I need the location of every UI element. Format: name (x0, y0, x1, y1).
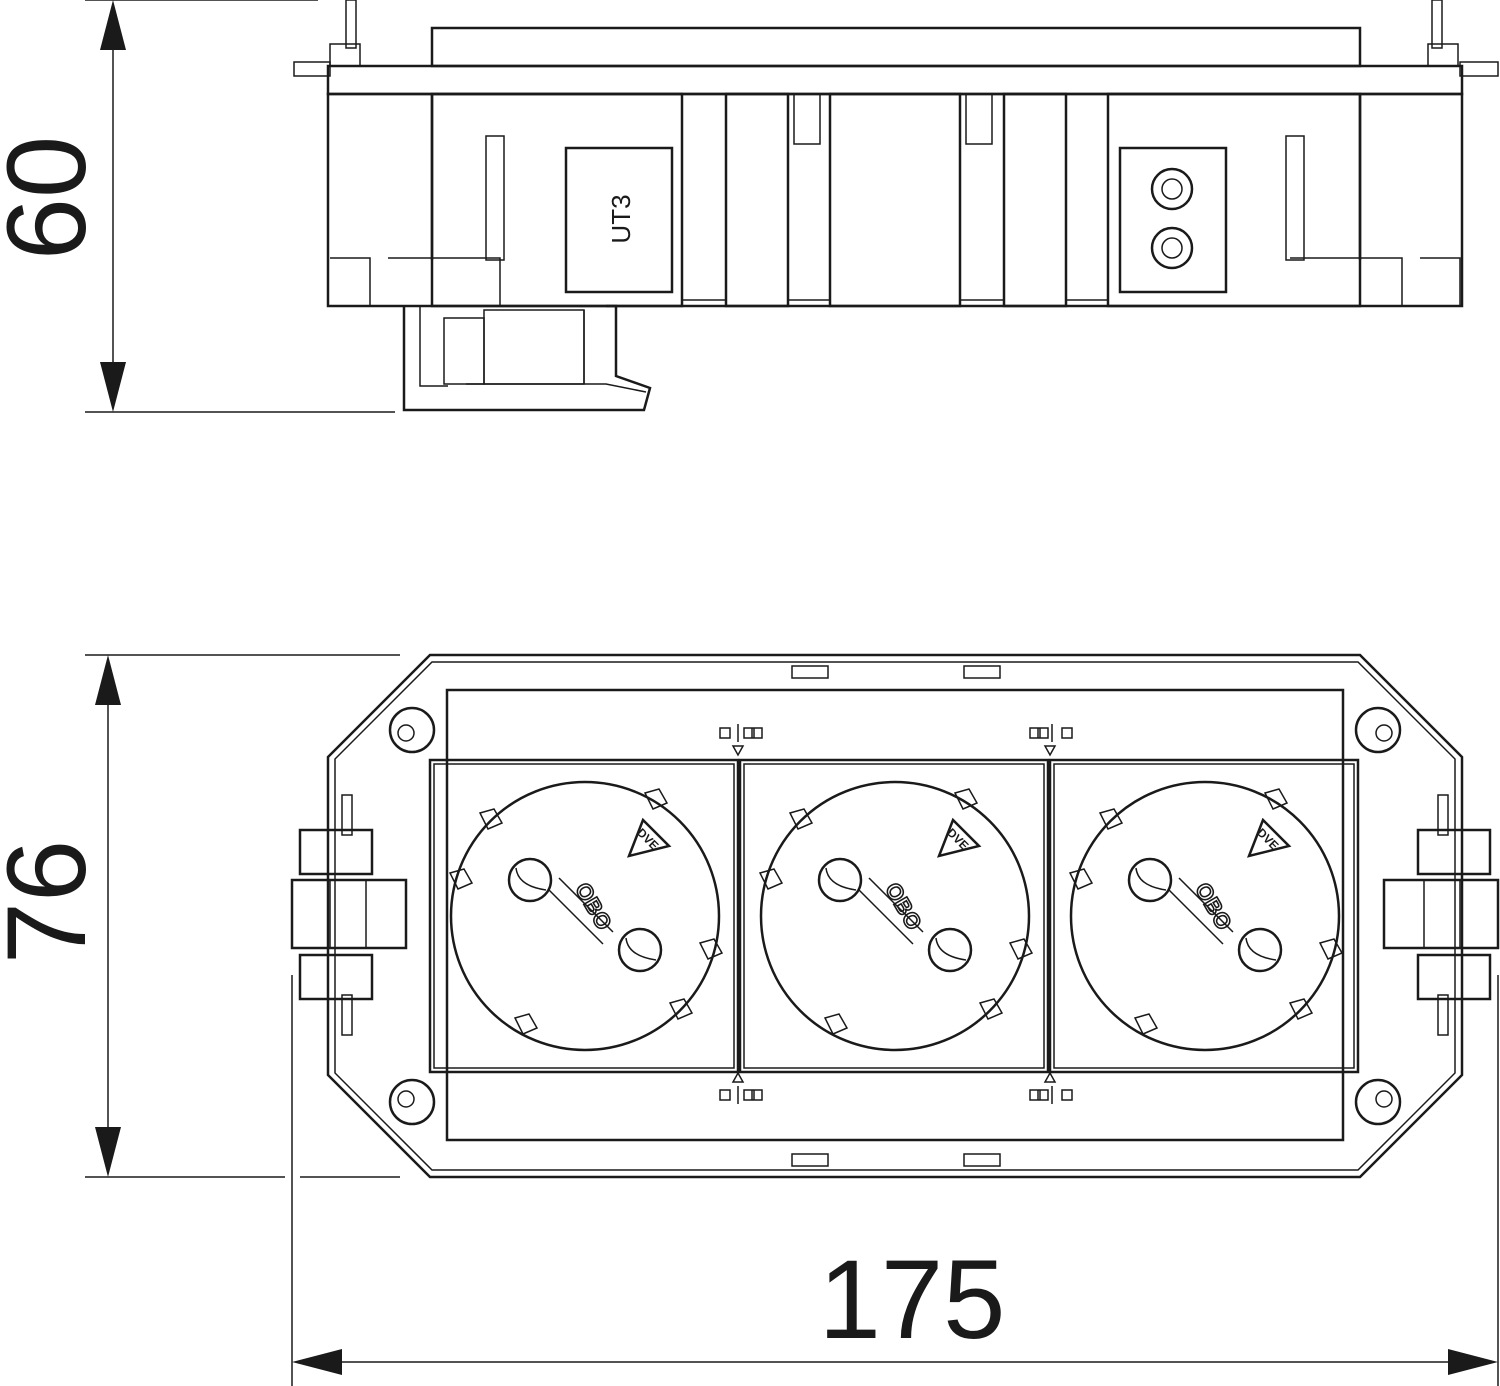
earth-clip (978, 998, 1004, 1020)
pin-hole (1127, 857, 1173, 903)
socket-face (449, 780, 721, 1052)
pin-hole (927, 927, 973, 973)
pin-hole (1237, 927, 1283, 973)
earth-clip (1288, 998, 1314, 1020)
dimension-175-label: 175 (819, 1237, 1006, 1362)
vde-mark-icon (936, 817, 982, 858)
data-module (1118, 146, 1228, 294)
pin-hole (617, 927, 663, 973)
earth-clip (698, 938, 724, 960)
earth-clip (953, 788, 979, 810)
side-view: UT3 (293, 0, 1499, 412)
left-clamp (290, 794, 408, 1036)
earth-clip (1133, 1013, 1159, 1035)
dimension-175: 175 (291, 975, 1499, 1386)
earth-clip (1263, 788, 1289, 810)
earth-clip (1318, 938, 1344, 960)
earth-clip (513, 1013, 539, 1035)
socket-face (1069, 780, 1341, 1052)
screw (1354, 706, 1402, 754)
divider-marker (719, 724, 1073, 1104)
vde-mark-icon (626, 817, 672, 858)
earth-clip (758, 868, 784, 890)
dimension-60: 60 (0, 0, 395, 413)
earth-clip (448, 868, 474, 890)
pin-hole (817, 857, 863, 903)
earth-clip (1008, 938, 1034, 960)
vde-mark-icon (1246, 817, 1292, 858)
screw (1354, 1078, 1402, 1126)
screw (388, 706, 436, 754)
obo-logo: OBO (1190, 878, 1237, 934)
dimension-60-label: 60 (0, 136, 109, 261)
pin-hole (507, 857, 553, 903)
ut3-label: UT3 (606, 194, 636, 243)
earth-clip (478, 808, 504, 830)
earth-clip (1098, 808, 1124, 830)
obo-logo: OBO (880, 878, 927, 934)
screw (388, 1078, 436, 1126)
dimension-76-label: 76 (0, 840, 109, 965)
ut3-module (564, 146, 674, 294)
earth-clip (668, 998, 694, 1020)
obo-logo: OBO (570, 878, 617, 934)
earth-clip (788, 808, 814, 830)
earth-clip (823, 1013, 849, 1035)
right-clamp (1382, 794, 1500, 1036)
socket-face (759, 780, 1031, 1052)
dimension-76: 76 (0, 654, 400, 1178)
earth-clip (643, 788, 669, 810)
earth-clip (1068, 868, 1094, 890)
